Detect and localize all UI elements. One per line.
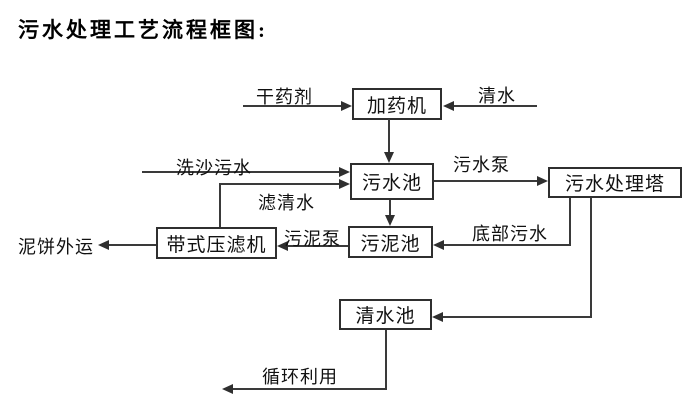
arrow-clean-water-pool-to-recycle-vertical — [385, 330, 387, 390]
arrow-filter-press-to-sewage-pool-vertical — [219, 183, 221, 227]
node-treatment-tower: 污水处理塔 — [548, 167, 682, 198]
arrowhead-down-icon — [384, 152, 394, 163]
arrow-sand-washing-to-sewage-pool — [142, 171, 339, 173]
arrow-tower-to-clean-water-pool-vertical — [590, 198, 592, 318]
arrow-filter-press-to-mud-cake-out — [109, 244, 156, 246]
arrowhead-left-icon — [277, 241, 288, 251]
arrow-sewage-pool-to-sludge-pool — [389, 200, 391, 216]
edge-label-sewage-pump: 污水泵 — [453, 155, 510, 175]
arrowhead-left-icon — [222, 384, 233, 394]
arrow-tower-to-sludge-pool-horizontal — [444, 244, 571, 246]
arrowhead-down-icon — [385, 215, 395, 226]
arrow-sludge-pool-to-filter-press — [288, 245, 348, 247]
node-dosing-machine: 加药机 — [352, 88, 442, 120]
node-belt-filter-press: 带式压滤机 — [156, 227, 277, 259]
edge-label-mud-cake-out: 泥饼外运 — [18, 237, 94, 257]
arrowhead-left-icon — [432, 312, 443, 322]
arrow-dry-agent-to-dosing-machine — [243, 105, 342, 107]
edge-label-filtered-water: 滤清水 — [258, 193, 315, 213]
arrow-dosing-machine-to-sewage-pool — [388, 119, 390, 153]
node-sludge-pool: 污泥池 — [348, 226, 433, 258]
edge-label-dry-agent: 干药剂 — [256, 87, 313, 107]
node-sewage-pool: 污水池 — [350, 163, 434, 200]
page-title: 污水处理工艺流程框图: — [18, 18, 268, 42]
arrow-tower-to-clean-water-pool-horizontal — [443, 316, 592, 318]
arrowhead-left-icon — [443, 101, 454, 111]
arrow-clean-water-pool-to-recycle-horizontal — [232, 388, 387, 390]
arrow-clean-water-to-dosing-machine — [454, 105, 537, 107]
edge-label-clean-water: 清水 — [478, 86, 516, 106]
node-clean-water-pool: 清水池 — [339, 299, 432, 330]
edge-label-recycle: 循环利用 — [262, 367, 338, 387]
arrowhead-right-icon — [339, 167, 350, 177]
arrowhead-left-icon — [98, 240, 109, 250]
arrowhead-right-icon — [341, 101, 352, 111]
edge-label-sand-washing-sewage: 洗沙污水 — [176, 158, 252, 178]
edge-label-sludge-pump: 污泥泵 — [284, 229, 341, 249]
arrow-sewage-pool-to-treatment-tower — [434, 180, 537, 182]
edge-label-bottom-sewage: 底部污水 — [472, 224, 548, 244]
arrow-filter-press-to-sewage-pool-horizontal — [219, 183, 339, 185]
arrowhead-right-icon — [339, 179, 350, 189]
arrowhead-right-icon — [537, 176, 548, 186]
arrow-tower-to-sludge-pool-vertical — [569, 198, 571, 246]
arrowhead-left-icon — [433, 240, 444, 250]
